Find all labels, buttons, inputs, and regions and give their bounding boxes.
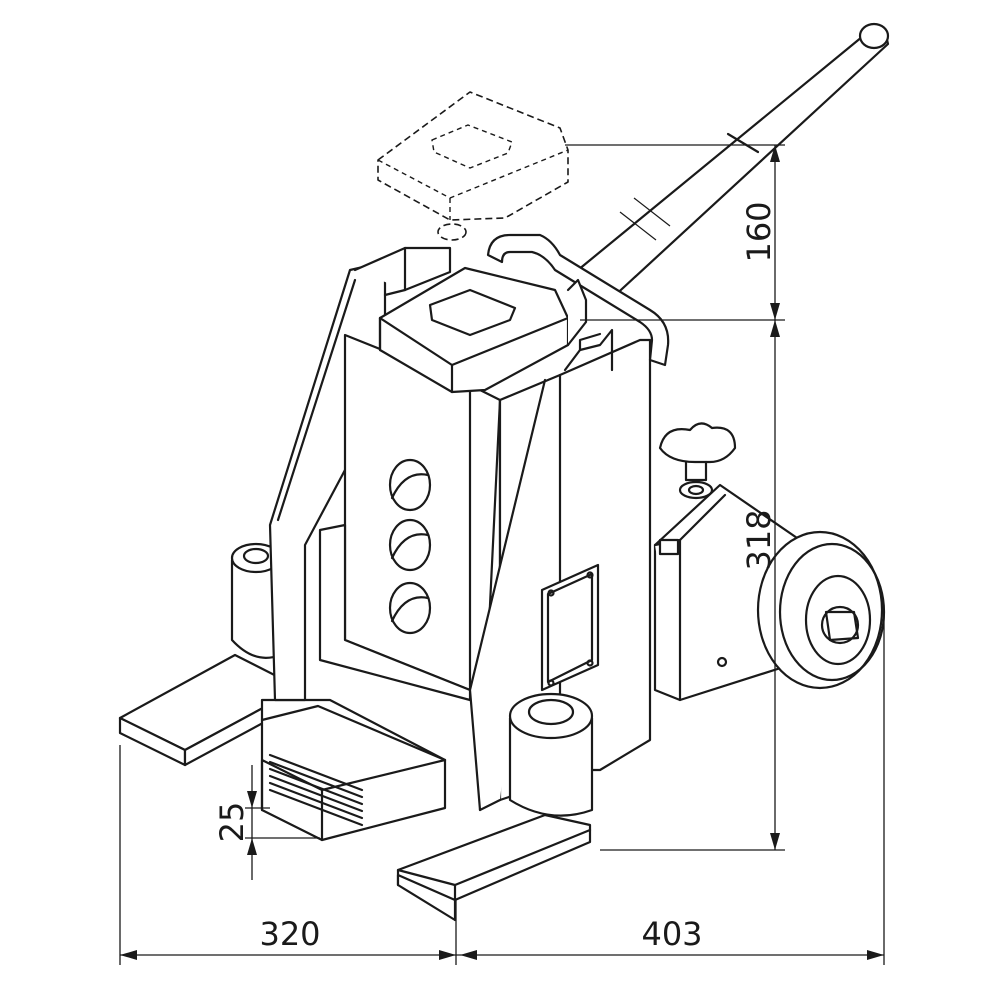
lifting-holes [388,458,432,635]
handle [576,22,890,302]
right-pivot-cylinder [508,692,594,817]
dim-320: 320 [119,745,457,965]
dim-label-320: 320 [259,915,320,953]
dim-label-318: 318 [740,509,778,570]
nameplate [540,563,600,692]
lifting-toe [260,698,447,842]
left-pivot-cylinder [230,542,282,659]
dim-label-403: 403 [641,915,702,953]
dim-label-25: 25 [213,802,251,843]
right-foot [396,813,592,922]
dim-318: 318 [600,320,785,851]
dim-403: 403 [456,615,885,965]
lifted-head-dashed [377,91,569,241]
dim-label-160: 160 [740,201,778,262]
wheel [756,530,886,690]
star-knob [658,422,737,500]
right-side-plate [468,328,652,812]
dim-25: 25 [213,765,320,880]
handle-bracket [486,233,670,367]
top-claw [378,266,588,394]
dim-160: 160 [565,144,785,321]
